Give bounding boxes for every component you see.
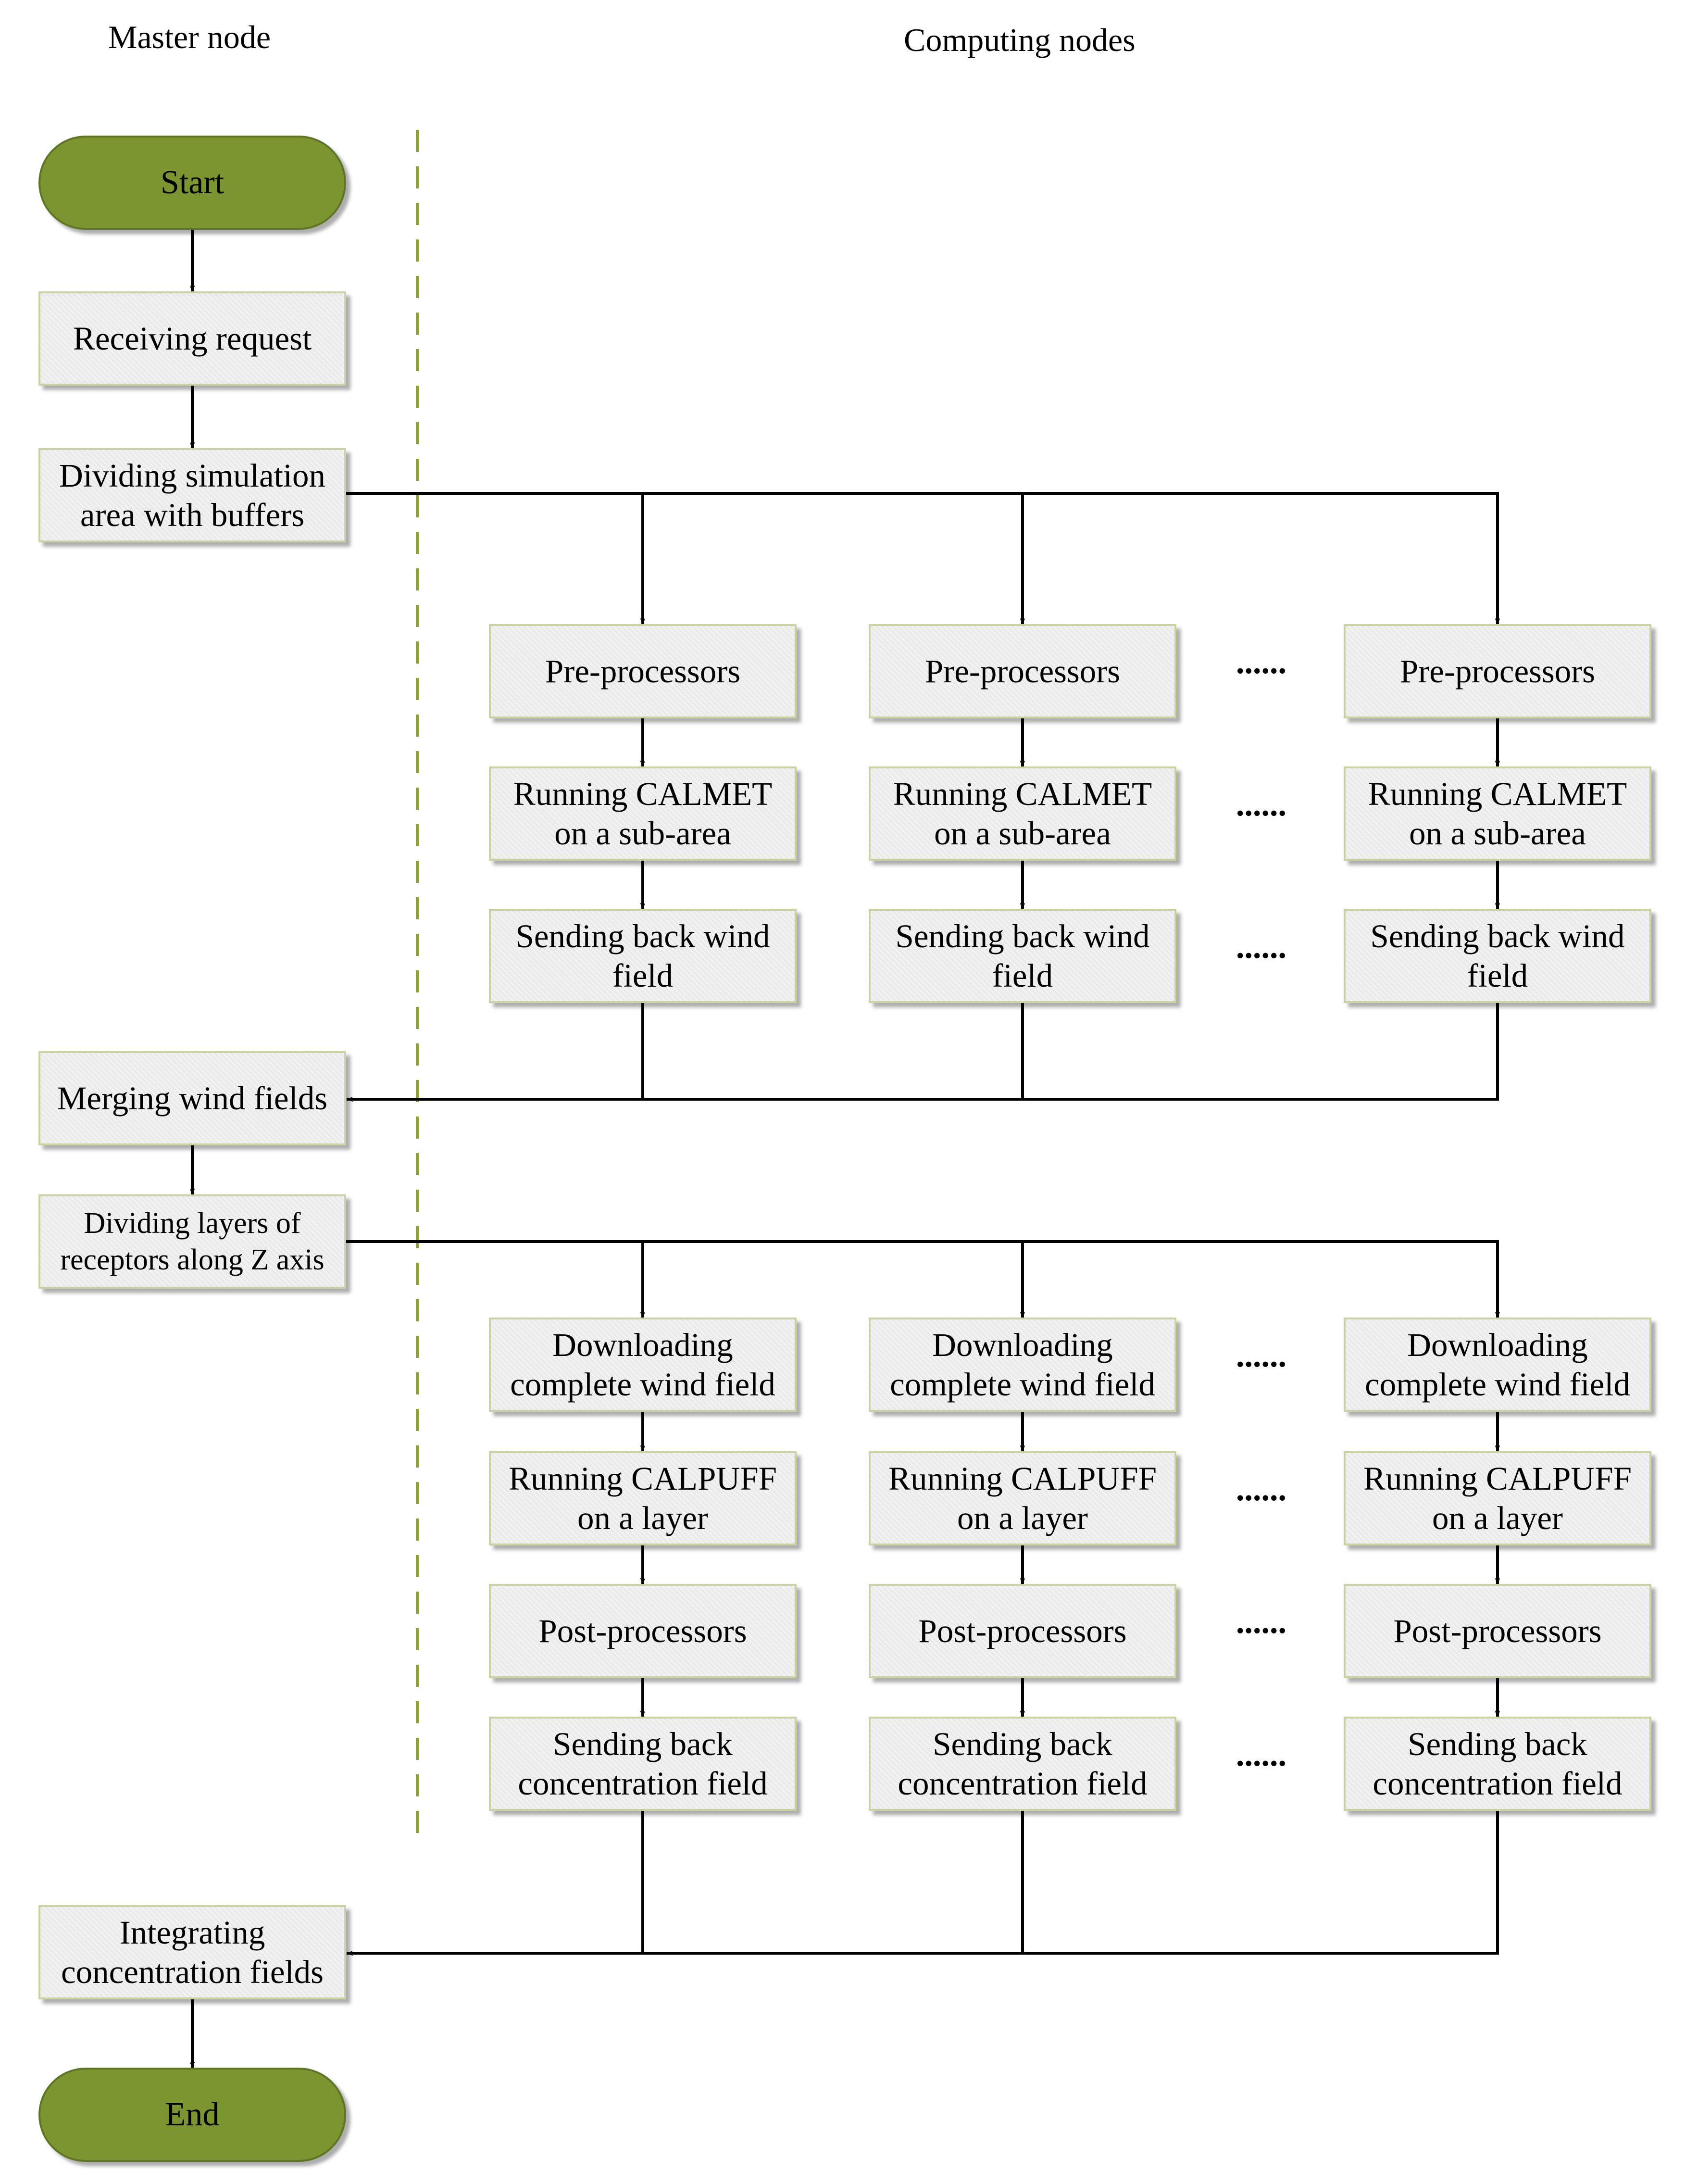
- ellipsis-row-preprocessors: ......: [1236, 644, 1286, 681]
- postprocessors-label: Post-processors: [918, 1613, 1127, 1649]
- calmet-line-2: on a sub-area: [554, 815, 731, 852]
- preprocessors-label: Pre-processors: [924, 653, 1121, 690]
- dividing-area-line-2: area with buffers: [80, 497, 305, 533]
- send-wind-line-1: Sending back wind: [895, 918, 1150, 954]
- postprocessors-label: Post-processors: [538, 1613, 747, 1649]
- preprocessors-label: Pre-processors: [1399, 653, 1596, 690]
- send-conc-line-2: concentration field: [518, 1765, 768, 1802]
- send-conc-line-1: Sending back: [553, 1726, 733, 1762]
- send-wind-line-2: field: [612, 957, 674, 994]
- end-label: End: [165, 2096, 220, 2133]
- ellipsis-row-download: ......: [1236, 1337, 1286, 1374]
- ellipsis-row-calpuff: ......: [1236, 1471, 1286, 1508]
- start-label: Start: [160, 164, 225, 201]
- download-line-1: Downloading: [552, 1327, 733, 1363]
- download-line-2: complete wind field: [510, 1366, 775, 1403]
- preprocessors-box-3: Pre-processors: [1344, 624, 1651, 718]
- preprocessors-box-2: Pre-processors: [869, 624, 1176, 718]
- preprocessors-box-1: Pre-processors: [489, 624, 797, 718]
- calpuff-line-1: Running CALPUFF: [888, 1460, 1157, 1497]
- calpuff-line-2: on a layer: [1432, 1500, 1563, 1536]
- download-line-1: Downloading: [932, 1327, 1113, 1363]
- postprocessors-label: Post-processors: [1393, 1613, 1602, 1649]
- merging-wind-fields-box: Merging wind fields: [38, 1051, 346, 1145]
- dividing-layers-line-1: Dividing layers of: [84, 1207, 301, 1240]
- send-conc-line-1: Sending back: [1408, 1726, 1587, 1762]
- postprocessors-box-1: Post-processors: [489, 1584, 797, 1678]
- header-computing-nodes: Computing nodes: [904, 22, 1136, 58]
- end-terminal: End: [38, 2068, 346, 2162]
- download-line-1: Downloading: [1407, 1327, 1588, 1363]
- integrating-line-2: concentration fields: [61, 1954, 324, 1990]
- send-conc-line-2: concentration field: [1373, 1765, 1623, 1802]
- dividing-layers-line-2: receptors along Z axis: [60, 1243, 325, 1276]
- send-wind-line-2: field: [1467, 957, 1528, 994]
- download-line-2: complete wind field: [890, 1366, 1155, 1403]
- ellipsis-row-calmet: ......: [1236, 786, 1286, 823]
- download-line-2: complete wind field: [1365, 1366, 1630, 1403]
- send-wind-line-2: field: [992, 957, 1053, 994]
- calpuff-line-1: Running CALPUFF: [1363, 1460, 1632, 1497]
- ellipsis-row-postprocessors: ......: [1236, 1604, 1286, 1641]
- send-conc-line-1: Sending back: [933, 1726, 1112, 1762]
- calmet-line-2: on a sub-area: [1409, 815, 1586, 852]
- calpuff-line-2: on a layer: [577, 1500, 709, 1536]
- postprocessors-box-3: Post-processors: [1344, 1584, 1651, 1678]
- dividing-area-line-1: Dividing simulation: [59, 457, 325, 494]
- calmet-line-1: Running CALMET: [513, 776, 773, 812]
- preprocessors-label: Pre-processors: [545, 653, 741, 690]
- calpuff-line-1: Running CALPUFF: [509, 1460, 777, 1497]
- ellipsis-row-send-conc: ......: [1236, 1736, 1286, 1773]
- start-terminal: Start: [38, 136, 346, 230]
- header-master-node: Master node: [108, 19, 271, 55]
- receiving-request-box: Receiving request: [38, 291, 346, 386]
- integrating-line-1: Integrating: [119, 1914, 265, 1951]
- send-wind-line-1: Sending back wind: [1370, 918, 1625, 954]
- calmet-line-1: Running CALMET: [893, 776, 1152, 812]
- ellipsis-row-send-wind: ......: [1236, 929, 1286, 966]
- calpuff-line-2: on a layer: [957, 1500, 1088, 1536]
- calmet-line-2: on a sub-area: [934, 815, 1111, 852]
- send-wind-line-1: Sending back wind: [515, 918, 770, 954]
- calmet-line-1: Running CALMET: [1368, 776, 1627, 812]
- send-conc-line-2: concentration field: [898, 1765, 1148, 1802]
- receiving-request-label: Receiving request: [73, 320, 312, 357]
- postprocessors-box-2: Post-processors: [869, 1584, 1176, 1678]
- merging-wind-fields-label: Merging wind fields: [57, 1080, 328, 1117]
